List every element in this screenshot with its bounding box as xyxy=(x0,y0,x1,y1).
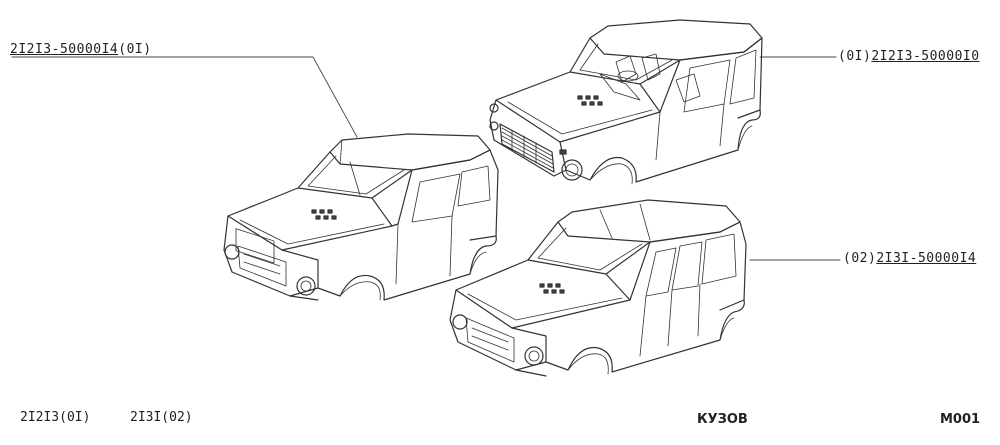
part-number-left: 2I2I3-50000I4 xyxy=(10,42,119,57)
footer-sheet-number: M001 xyxy=(940,412,981,427)
variant-left: (0I) xyxy=(118,42,152,57)
part-number-top-right: 2I2I3-50000I0 xyxy=(871,49,980,64)
callout-top-right: (0I)2I2I3-50000I0 xyxy=(838,49,980,64)
variant-top-right: (0I) xyxy=(838,49,872,64)
footer-model-b: 2I3I(02) xyxy=(130,410,193,425)
body-shell-3door-left xyxy=(223,133,499,301)
body-shell-3door-interior xyxy=(489,19,763,185)
leader-left xyxy=(11,56,358,138)
variant-bottom-right: (02) xyxy=(843,251,877,266)
callout-bottom-right: (02)2I3I-50000I4 xyxy=(843,251,976,266)
footer-section-title: КУЗОВ xyxy=(697,412,748,427)
part-number-bottom-right: 2I3I-50000I4 xyxy=(876,251,977,266)
callout-left: 2I2I3-50000I4(0I) xyxy=(10,42,152,57)
body-shell-5door xyxy=(449,199,747,377)
footer-model-a: 2I2I3(0I) xyxy=(20,410,91,425)
